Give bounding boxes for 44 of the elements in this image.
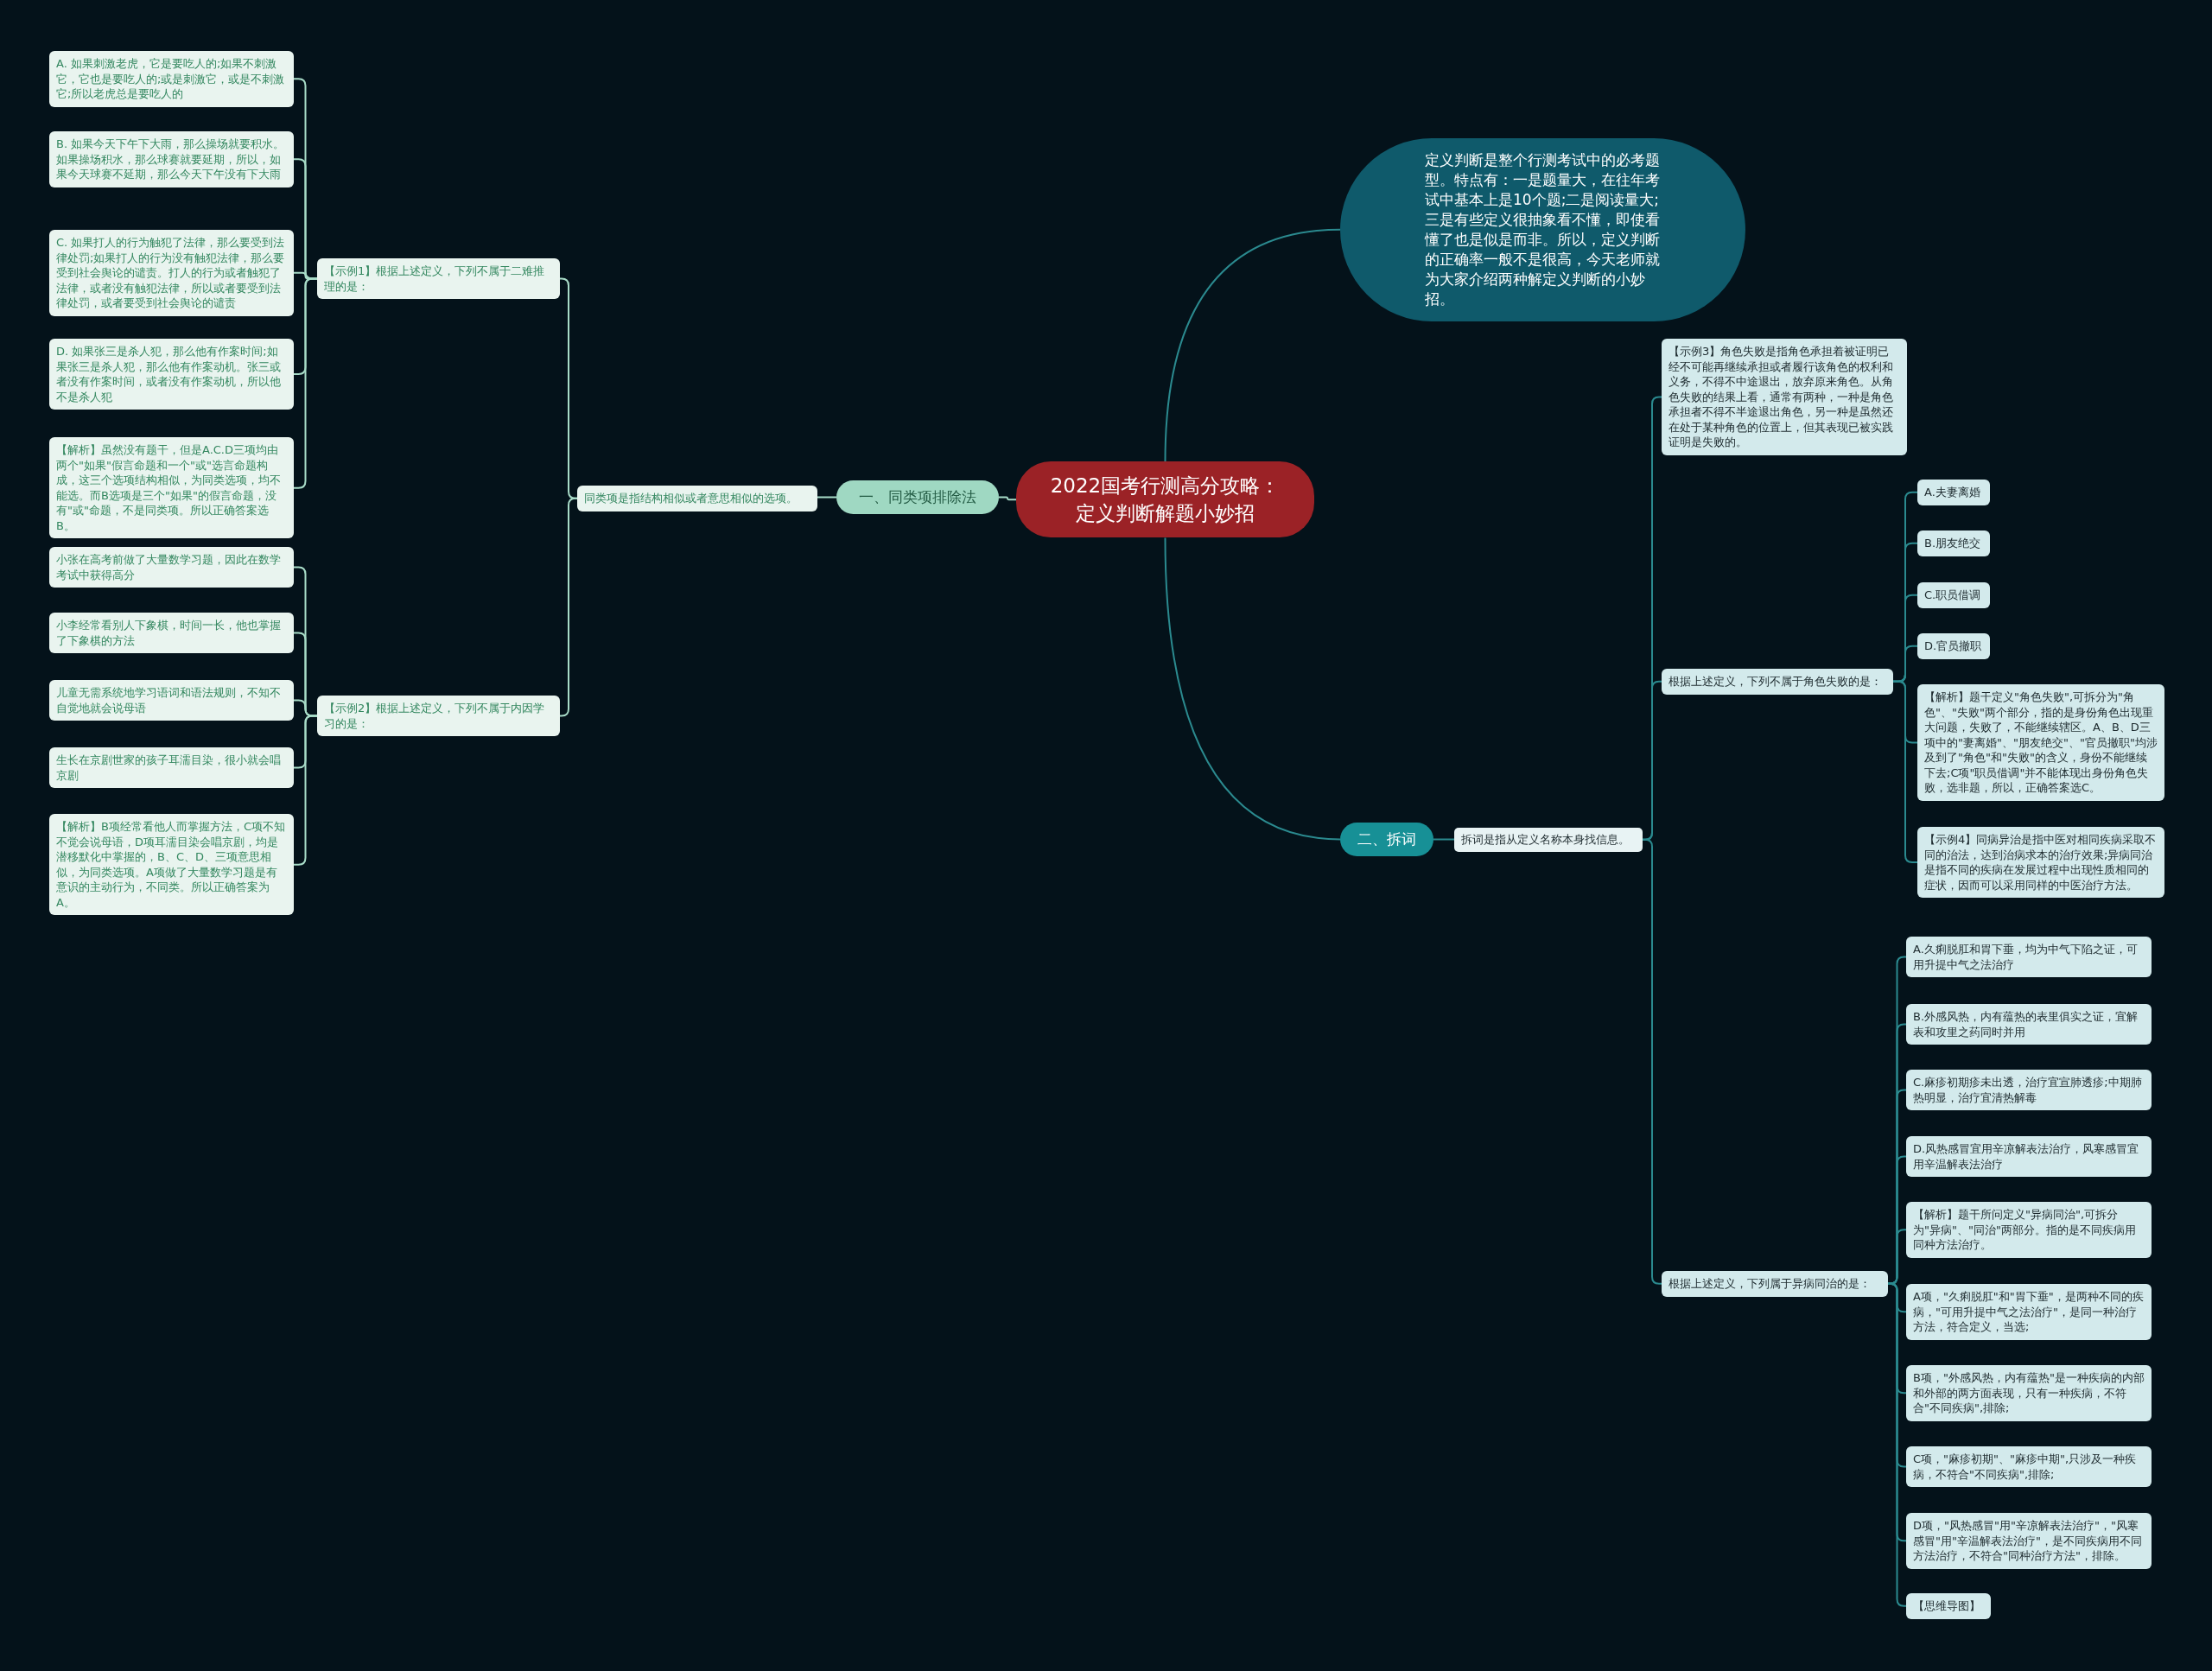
explanation-box: A项，"久痢脱肛"和"胃下垂"，是两种不同的疾病，"可用升提中气之法治疗"，是同一种治疗方法，符合定义，当选;: [1906, 1284, 2152, 1340]
connector-line: [998, 496, 1017, 501]
connector-line: [1164, 228, 1341, 462]
analysis-box: 【解析】题干所问定义"异病同治",可拆分为"异病"、"同治"两部分。指的是不同疾病用同种方法治疗。: [1906, 1202, 2152, 1258]
option-box: B.朋友绝交: [1917, 531, 1990, 556]
connector-line: [1164, 537, 1341, 841]
option-box: A. 如果刺激老虎，它是要吃人的;如果不刺激它，它也是要吃人的;或是刺激它，或是不刺激它;所以老虎总是要吃人的: [49, 51, 294, 107]
option-box: D. 如果张三是杀人犯，那么他有作案时间;如果张三是杀人犯，那么他有作案动机。张三或者没有作案时间，或者没有作案动机，所以他不是杀人犯: [49, 339, 294, 410]
connector-line: [1433, 838, 1455, 841]
question-box: 根据上述定义，下列不属于角色失败的是：: [1662, 669, 1893, 695]
option-box: C. 如果打人的行为触犯了法律，那么要受到法律处罚;如果打人的行为没有触犯法律，那么要受到社会舆论的谴责。打人的行为或者触犯了法律，或者没有触犯法律，所以或者要受到法律处罚，或者要受到社会舆论的谴责: [49, 230, 294, 316]
branch-topic: 二、拆词: [1340, 823, 1433, 856]
example-box: 【示例3】角色失败是指角色承担着被证明已经不可能再继续承担或者履行该角色的权利和义务，不得不中途退出，放弃原来角色。从角色失败的结果上看，通常有两种，一种是角色承担者不得不半途退出角色，另一种是虽然还在处于某种角色的位置上，但其表现已被实践证明是失败的。: [1662, 339, 1907, 455]
connector-line: [559, 497, 578, 717]
question-box: 【示例1】根据上述定义，下列不属于二难推理的是：: [317, 258, 560, 300]
subtopic-box: 同类项是指结构相似或者意思相似的选项。: [577, 486, 817, 511]
question-box: 根据上述定义，下列属于异病同治的是：: [1662, 1271, 1888, 1297]
analysis-box: 【解析】题干定义"角色失败",可拆分为"角色"、"失败"两个部分，指的是身份角色出现重大问题，失败了，不能继续辖区。A、B、D三项中的"妻离婚"、"朋友绝交"、"官员撤职"均涉及到了"角色"和"失败"的含义，身份不能继续下去;C项"职员借调"并不能体现出身份角色失败，选非题，所以，正确答案选C。: [1917, 684, 2164, 801]
intro-bubble: 定义判断是整个行测考试中的必考题型。特点有：一是题量大，在往年考试中基本上是10个题;二是阅读量大;三是有些定义很抽象看不懂，即使看懂了也是似是而非。所以，定义判断的正确率一般不是很高，今天老师就为大家介绍两种解定义判断的小妙招。: [1340, 138, 1745, 321]
option-box: 生长在京剧世家的孩子耳濡目染，很小就会唱京剧: [49, 747, 294, 789]
option-box: C.麻疹初期疹未出透，治疗宜宣肺透疹;中期肺热明显，治疗宜清热解毒: [1906, 1070, 2152, 1111]
subtopic-box: 拆词是指从定义名称本身找信息。: [1454, 828, 1643, 852]
explanation-box: D项，"风热感冒"用"辛凉解表法治疗"，"风寒感冒"用"辛温解表法治疗"，是不同疾病用不同方法治疗，不符合"同种治疗方法"，排除。: [1906, 1513, 2152, 1569]
analysis-box: 【解析】虽然没有题干，但是A.C.D三项均由两个"如果"假言命题和一个"或"选言命题构成，这三个选项结构相似，为同类选项，均不能选。而B选项是三个"如果"的假言命题，没有"或"命题，不是同类项。所以正确答案选B。: [49, 437, 294, 539]
option-box: B. 如果今天下午下大雨，那么操场就要积水。如果操场积水，那么球赛就要延期，所以，如果今天球赛不延期，那么今天下午没有下大雨: [49, 131, 294, 187]
option-box: C.职员借调: [1917, 582, 1990, 608]
analysis-box: 【解析】B项经常看他人而掌握方法，C项不知不觉会说母语，D项耳濡目染会唱京剧，均是潜移默化中掌握的，B、C、D、三项意思相似，为同类选项。A项做了大量数学习题是有意识的主动行为，不同类。所以正确答案为A。: [49, 814, 294, 916]
connector-line: [817, 496, 837, 499]
option-box: A.久痢脱肛和胃下垂，均为中气下陷之证，可用升提中气之法治疗: [1906, 937, 2152, 978]
option-box: D.风热感冒宜用辛凉解表法治疗，风寒感冒宜用辛温解表法治疗: [1906, 1136, 2152, 1178]
connector-line: [1642, 838, 1662, 1285]
branch-topic: 一、同类项排除法: [836, 480, 999, 514]
explanation-box: C项，"麻疹初期"、"麻疹中期",只涉及一种疾病，不符合"不同疾病",排除;: [1906, 1446, 2152, 1488]
note-box: 【思维导图】: [1906, 1593, 1991, 1619]
option-box: B.外感风热，内有蕴热的表里俱实之证，宜解表和攻里之药同时并用: [1906, 1004, 2152, 1045]
option-box: D.官员撤职: [1917, 633, 1990, 659]
question-box: 【示例2】根据上述定义，下列不属于内因学习的是：: [317, 696, 560, 737]
example-box: 【示例4】同病异治是指中医对相同疾病采取不同的治法，达到治病求本的治疗效果;异病同治是指不同的疾病在发展过程中出现性质相同的症状，因而可以采用同样的中医治疗方法。: [1917, 827, 2164, 899]
option-box: 儿童无需系统地学习语词和语法规则，不知不自觉地就会说母语: [49, 680, 294, 721]
central-topic: 2022国考行测高分攻略：定义判断解题小妙招: [1016, 461, 1314, 538]
option-box: A.夫妻离婚: [1917, 480, 1990, 505]
option-box: 小张在高考前做了大量数学习题，因此在数学考试中获得高分: [49, 547, 294, 588]
option-box: 小李经常看别人下象棋，时间一长，他也掌握了下象棋的方法: [49, 613, 294, 654]
explanation-box: B项，"外感风热，内有蕴热"是一种疾病的内部和外部的两方面表现，只有一种疾病，不符合"不同疾病",排除;: [1906, 1365, 2152, 1421]
